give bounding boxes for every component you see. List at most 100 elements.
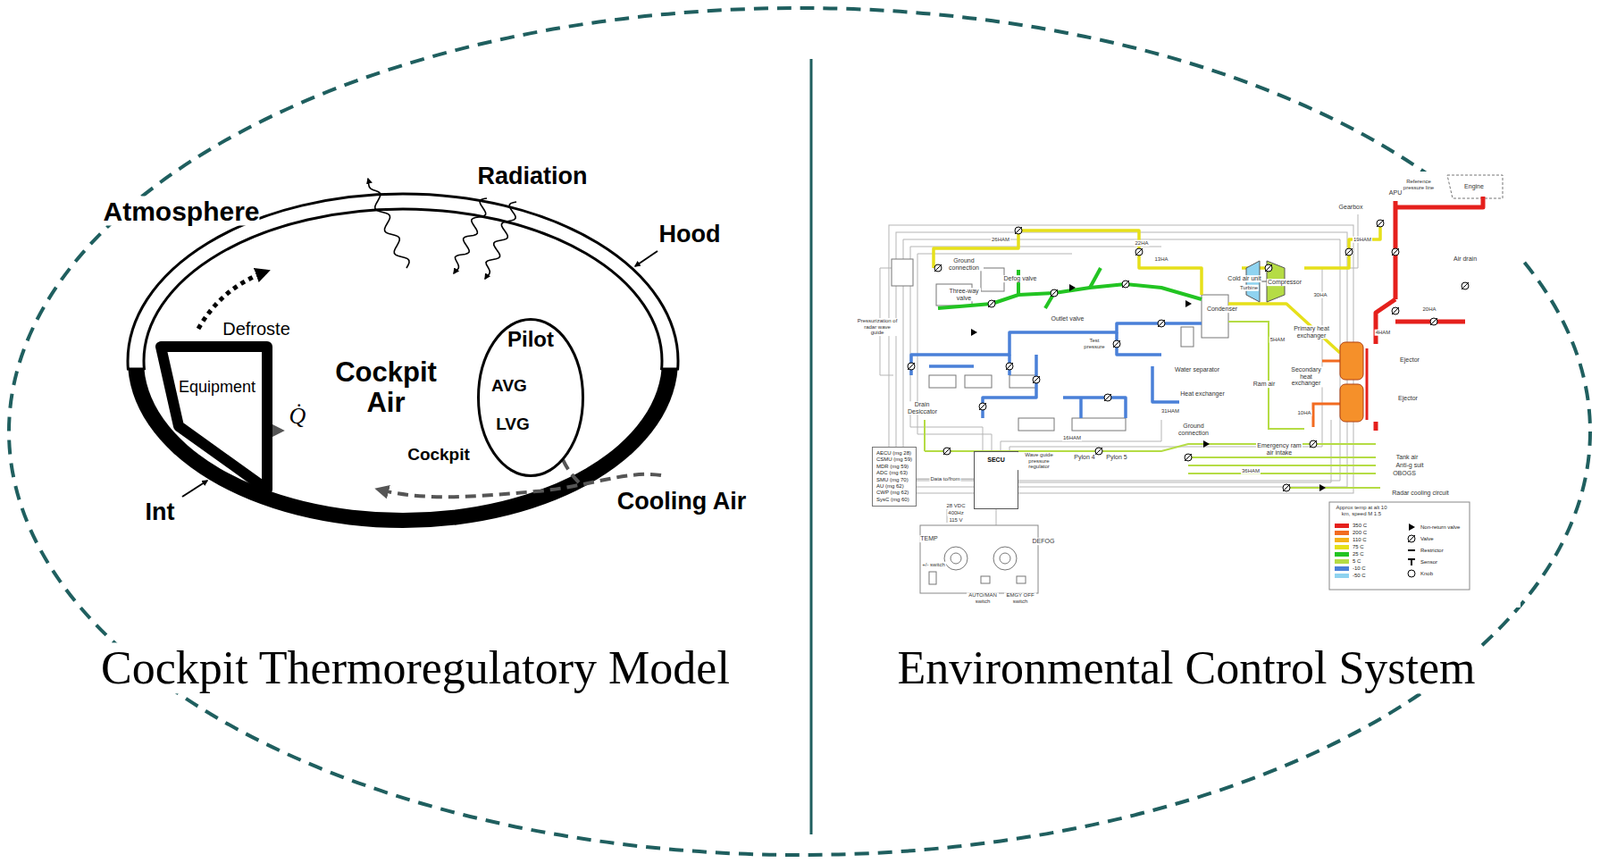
part-label: Defog valve <box>1003 275 1039 283</box>
valve-symbol <box>1005 362 1014 370</box>
valve-symbol <box>1430 318 1438 326</box>
ecs-box <box>1018 418 1055 431</box>
valve-symbol <box>1376 219 1384 227</box>
panel-caption: Cockpit Thermoregulatory Model <box>95 642 736 694</box>
valve-symbol <box>1032 376 1040 384</box>
ecs-box <box>891 175 1503 594</box>
ecs-pipe-blue <box>1079 397 1083 419</box>
flow-label: Defroste <box>222 318 291 339</box>
ecs-pipe-orange <box>1322 360 1341 363</box>
legend-swatch <box>1334 523 1349 528</box>
radiation-wave <box>453 198 487 274</box>
flow-label: Cooling Air <box>617 488 746 516</box>
legend-title: Approx temp at alt 10 km, speed M 1.5 <box>1331 504 1391 517</box>
callout-number: 13HA <box>1153 256 1169 263</box>
leader-arrow <box>635 251 658 267</box>
part-label: Int <box>145 499 176 527</box>
legend-text: -50 C <box>1352 572 1366 579</box>
list-entry: CWP (mg 62) <box>876 489 913 496</box>
legend-symbol <box>1406 533 1417 545</box>
callout-number: 26HAM <box>990 236 1011 243</box>
radiation-wave <box>368 178 410 269</box>
valve-symbol <box>1391 248 1399 256</box>
panel-label: +/- switch <box>921 561 947 569</box>
legend-text: Knob <box>1420 570 1433 578</box>
legend-text: 110 C <box>1352 536 1367 544</box>
part-label: Pylon 5 <box>1105 453 1128 461</box>
part-label: Engine <box>1463 183 1485 191</box>
control-panel <box>980 576 990 584</box>
valve-symbol <box>1430 318 1438 326</box>
legend-text: Valve <box>1420 536 1434 543</box>
cockpit-shell <box>126 193 679 528</box>
part-label: Water separator <box>1173 366 1221 374</box>
part-label: Outlet valve <box>1050 315 1086 323</box>
shape-stroke <box>1407 535 1416 543</box>
valve-symbol <box>1157 319 1165 327</box>
callout-number: 31HAM <box>1160 408 1181 415</box>
ecs-pipe-yellow <box>1304 223 1381 269</box>
ecs-ground <box>859 171 1521 608</box>
frame-ellipse <box>8 8 1591 855</box>
valve-symbol <box>1185 300 1192 308</box>
valve-symbol <box>1282 484 1291 492</box>
ecs-pipe-lightgreen <box>1286 486 1381 489</box>
ecs-pipe-lightgreen <box>1188 472 1376 475</box>
control-panel <box>993 546 1017 570</box>
valve-symbol <box>1309 440 1317 448</box>
ecs-pipe-green <box>938 268 1202 309</box>
valve-symbol <box>1391 307 1399 315</box>
legend-text: Sensor <box>1420 559 1438 566</box>
ecs-wiring <box>903 239 1341 481</box>
valve-symbol <box>1135 248 1143 256</box>
ecs-pipe-green <box>1016 269 1021 295</box>
node-text: Pilot <box>507 327 554 352</box>
part-label: Turbine <box>1239 284 1259 292</box>
control-panel <box>999 552 1011 564</box>
part-label: Hood <box>659 221 721 249</box>
part-label: Secondary heat exchanger <box>1285 366 1328 387</box>
shape-stroke <box>1407 549 1416 552</box>
ecs-pipe-red <box>1395 196 1483 208</box>
legend-symbol <box>1406 568 1417 579</box>
ecs-pipe-yellow <box>1228 303 1341 353</box>
radiation-wave <box>368 178 517 279</box>
valve-symbol <box>979 402 987 411</box>
ecs-box <box>929 375 956 388</box>
divider-line <box>811 58 813 835</box>
radiation-wave <box>485 201 517 279</box>
legend-text: 75 C <box>1352 544 1365 551</box>
valve-symbol <box>1309 440 1317 448</box>
ecs-pipe-orange <box>1313 403 1341 428</box>
shape-stroke <box>1407 535 1416 543</box>
list-entry: MDR (mg 59) <box>876 463 913 470</box>
panel-label: TEMP <box>919 535 939 543</box>
callout-number: 5HAM <box>1269 336 1287 344</box>
node-text: LVG <box>495 415 530 435</box>
legend-swatch <box>1334 552 1349 557</box>
legend-swatch <box>1334 566 1349 571</box>
part-label: Pylon 4 <box>1072 453 1096 461</box>
symbol-label: Q̇ <box>289 403 307 430</box>
legend-swatch <box>1334 573 1349 579</box>
part-label: Cold air unit <box>1226 275 1262 283</box>
equipment-box: Equipment <box>155 341 274 495</box>
valve-symbol <box>1104 393 1112 402</box>
part-label: Three-way valve <box>946 287 981 302</box>
node-text: AVG <box>491 376 528 396</box>
callout-number: 30HA <box>1312 292 1328 299</box>
valve-symbol <box>1005 362 1014 370</box>
ecs-pipe-lightgreen <box>1188 464 1376 467</box>
list-entry: ADC (mg 63) <box>876 469 913 477</box>
legend-symbol <box>1406 544 1417 556</box>
ecs-pipe-blue <box>1063 397 1126 419</box>
ecs-pipe-green <box>1089 268 1101 288</box>
shape-stroke <box>1408 523 1416 531</box>
shape-stroke <box>1407 569 1416 578</box>
valve-symbol <box>1203 440 1210 448</box>
ecs-pipe-blue <box>911 323 1202 419</box>
callout-number: 22HA <box>1133 240 1149 247</box>
valve-symbol <box>988 300 996 308</box>
signal-label: 115 V <box>947 517 964 524</box>
